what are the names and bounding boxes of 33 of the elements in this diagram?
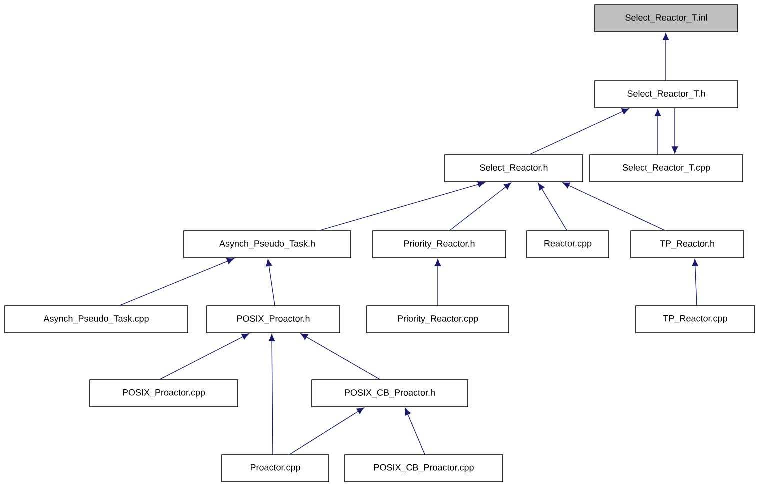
file-box: Proactor.cpp bbox=[222, 454, 330, 482]
file-box: Select_Reactor_T.cpp bbox=[590, 154, 744, 182]
arrow bbox=[266, 259, 276, 306]
arrow bbox=[562, 182, 666, 231]
file-box: Priority_Reactor.h bbox=[372, 230, 506, 258]
file-box: Select_Reactor_T.inl bbox=[594, 4, 738, 32]
arrow bbox=[434, 259, 442, 306]
arrow bbox=[530, 108, 630, 155]
arrow bbox=[320, 181, 486, 231]
file-box: Select_Reactor.h bbox=[444, 154, 584, 182]
arrow bbox=[692, 259, 699, 306]
arrow bbox=[160, 334, 250, 380]
arrow bbox=[300, 334, 380, 380]
arrow bbox=[538, 183, 568, 231]
arrow bbox=[662, 33, 670, 81]
arrow bbox=[290, 408, 364, 455]
arrow bbox=[268, 334, 276, 455]
arrow bbox=[450, 182, 512, 231]
file-box: Priority_Reactor.cpp bbox=[366, 306, 510, 334]
file-box: TP_Reactor.cpp bbox=[636, 306, 756, 334]
arrow bbox=[654, 109, 662, 155]
arrow bbox=[405, 408, 426, 455]
file-box: Asynch_Pseudo_Task.cpp bbox=[4, 306, 188, 334]
file-box: POSIX_Proactor.cpp bbox=[90, 380, 238, 408]
arrow bbox=[120, 258, 234, 306]
file-box: POSIX_CB_Proactor.cpp bbox=[344, 454, 504, 482]
file-box: Asynch_Pseudo_Task.h bbox=[184, 230, 352, 258]
file-box: POSIX_CB_Proactor.h bbox=[312, 380, 468, 408]
arrow bbox=[672, 108, 678, 154]
file-box: Select_Reactor_T.h bbox=[594, 80, 738, 108]
file-box: POSIX_Proactor.h bbox=[206, 306, 340, 334]
file-box: TP_Reactor.h bbox=[630, 230, 744, 258]
file-box: Reactor.cpp bbox=[526, 230, 610, 258]
